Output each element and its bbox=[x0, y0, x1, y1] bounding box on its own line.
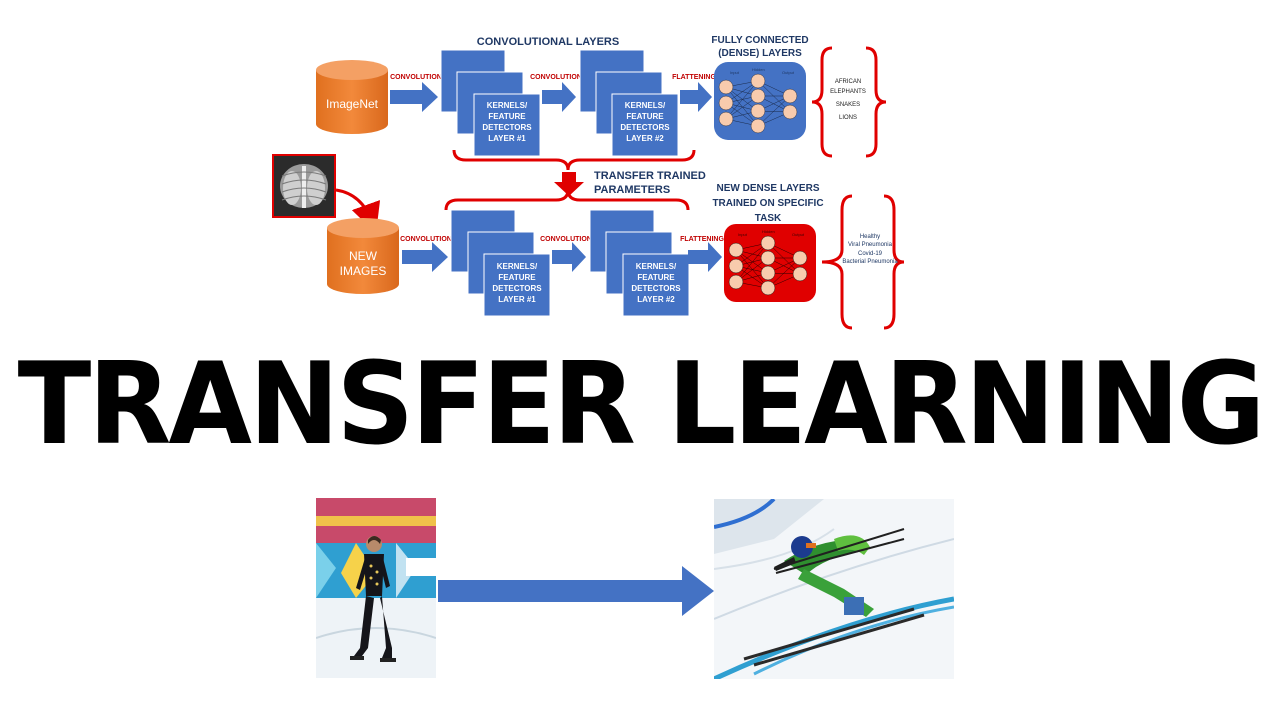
figure-skater-photo bbox=[316, 498, 436, 678]
dense-title-top-2: (DENSE) LAYERS bbox=[718, 48, 802, 59]
svg-text:DETECTORS: DETECTORS bbox=[631, 284, 681, 293]
svg-text:DETECTORS: DETECTORS bbox=[482, 123, 532, 132]
svg-text:KERNELS/: KERNELS/ bbox=[487, 101, 528, 110]
conv-arrow-top-1: CONVOLUTION bbox=[390, 74, 442, 112]
headline-title: TRANSFER LEARNING bbox=[17, 338, 1266, 471]
output-top-1: AFRICAN bbox=[835, 79, 861, 85]
svg-text:FEATURE: FEATURE bbox=[626, 112, 664, 121]
svg-text:Input: Input bbox=[738, 232, 748, 237]
transfer-label-1: TRANSFER TRAINED bbox=[594, 170, 706, 182]
imagenet-cylinder: ImageNet bbox=[316, 60, 388, 134]
xray-thumbnail bbox=[272, 154, 336, 218]
dense-title-bottom-3: TASK bbox=[755, 213, 782, 224]
svg-text:Hidden: Hidden bbox=[752, 67, 765, 72]
svg-text:IMAGES: IMAGES bbox=[340, 264, 387, 278]
svg-text:KERNELS/: KERNELS/ bbox=[636, 262, 677, 271]
output-brace-bottom bbox=[821, 194, 905, 330]
svg-text:FEATURE: FEATURE bbox=[488, 112, 526, 121]
skier-photo bbox=[714, 499, 954, 679]
svg-text:FLATTENING: FLATTENING bbox=[672, 74, 716, 81]
dense-network-top: Input Hidden Output bbox=[714, 62, 806, 140]
svg-text:Output: Output bbox=[782, 70, 795, 75]
svg-text:LAYER #1: LAYER #1 bbox=[498, 295, 536, 304]
svg-text:DETECTORS: DETECTORS bbox=[492, 284, 542, 293]
conv-layers-title: CONVOLUTIONAL LAYERS bbox=[477, 36, 619, 48]
transfer-brace-top bbox=[452, 149, 696, 171]
output-bottom-1: Healthy bbox=[860, 234, 880, 240]
svg-text:Hidden: Hidden bbox=[762, 229, 775, 234]
conv-arrow-top-2: CONVOLUTION bbox=[530, 74, 582, 112]
conv-arrow-bottom-2: CONVOLUTION bbox=[540, 236, 592, 272]
kernel-stack-top-1: KERNELS/ FEATURE DETECTORS LAYER #1 bbox=[440, 49, 541, 157]
svg-text:FEATURE: FEATURE bbox=[637, 273, 675, 282]
svg-text:KERNELS/: KERNELS/ bbox=[497, 262, 538, 271]
transfer-learning-diagram: ImageNet CONVOLUTION CONVOLUTIONAL LAYER… bbox=[272, 35, 905, 330]
flatten-arrow-top: FLATTENING bbox=[672, 74, 716, 112]
xray-to-db-arrow bbox=[335, 188, 381, 234]
right-arrow-icon bbox=[438, 566, 714, 616]
dense-title-bottom-2: TRAINED ON SPECIFIC bbox=[712, 198, 823, 209]
svg-text:FLATTENING: FLATTENING bbox=[680, 236, 724, 243]
new-images-cylinder: NEW IMAGES bbox=[327, 218, 399, 294]
svg-text:CONVOLUTION: CONVOLUTION bbox=[390, 74, 442, 81]
output-top-3: SNAKES bbox=[836, 102, 860, 108]
output-bottom-3: Covid-19 bbox=[858, 251, 883, 257]
svg-text:LAYER #1: LAYER #1 bbox=[488, 134, 526, 143]
svg-text:DETECTORS: DETECTORS bbox=[620, 123, 670, 132]
conv-arrow-bottom-1: CONVOLUTION bbox=[400, 236, 452, 272]
kernel-stack-top-2: KERNELS/ FEATURE DETECTORS LAYER #2 bbox=[579, 49, 679, 157]
svg-text:FEATURE: FEATURE bbox=[498, 273, 536, 282]
svg-text:NEW: NEW bbox=[349, 249, 378, 263]
transfer-down-arrow bbox=[554, 172, 584, 196]
output-top-2: ELEPHANTS bbox=[830, 89, 866, 95]
output-brace-top bbox=[811, 46, 887, 158]
svg-text:CONVOLUTION: CONVOLUTION bbox=[400, 236, 452, 243]
svg-text:CONVOLUTION: CONVOLUTION bbox=[530, 74, 582, 81]
output-bottom-2: Viral Pneumonia bbox=[848, 242, 893, 248]
kernel-stack-bottom-2: KERNELS/ FEATURE DETECTORS LAYER #2 bbox=[589, 209, 690, 317]
svg-text:LAYER #2: LAYER #2 bbox=[626, 134, 664, 143]
output-bottom-4: Bacterial Pneumonia bbox=[842, 259, 898, 265]
svg-text:Input: Input bbox=[730, 70, 740, 75]
output-top-4: LIONS bbox=[839, 115, 857, 121]
imagenet-label: ImageNet bbox=[326, 97, 379, 111]
flatten-arrow-bottom: FLATTENING bbox=[680, 236, 724, 272]
dense-network-bottom: Input Hidden Output bbox=[724, 224, 816, 302]
svg-text:KERNELS/: KERNELS/ bbox=[625, 101, 666, 110]
transfer-label-2: PARAMETERS bbox=[594, 184, 670, 196]
transfer-brace-bottom bbox=[444, 189, 690, 211]
svg-text:LAYER #2: LAYER #2 bbox=[637, 295, 675, 304]
dense-title-bottom-1: NEW DENSE LAYERS bbox=[717, 183, 820, 194]
svg-text:Output: Output bbox=[792, 232, 805, 237]
kernel-stack-bottom-1: KERNELS/ FEATURE DETECTORS LAYER #1 bbox=[450, 209, 551, 317]
svg-text:CONVOLUTION: CONVOLUTION bbox=[540, 236, 592, 243]
dense-title-top-1: FULLY CONNECTED bbox=[711, 35, 808, 46]
